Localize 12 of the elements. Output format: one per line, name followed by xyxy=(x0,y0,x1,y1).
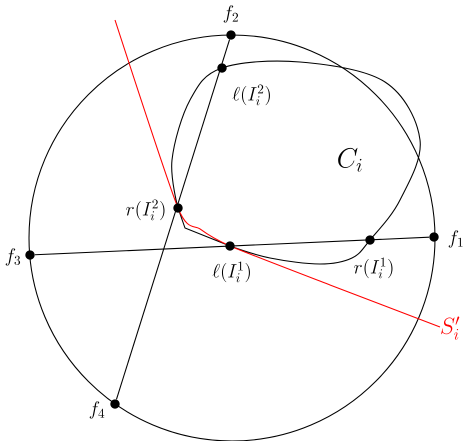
curve-label: $C_i$ xyxy=(338,148,362,172)
chord-line xyxy=(34,236,430,256)
point-label: $r(I_i^2)$ xyxy=(126,200,164,220)
chord-line xyxy=(116,40,230,400)
point-label: $f_1$ xyxy=(448,230,463,248)
point-label: $\ell(I_i^2)$ xyxy=(232,84,270,106)
point-label: $f_2$ xyxy=(224,5,238,23)
point-label: $f_3$ xyxy=(6,248,20,266)
point-label: $\ell(I_i^1)$ xyxy=(212,262,250,282)
point-label: $f_4$ xyxy=(90,401,104,419)
point-label: $r(I_i^1)$ xyxy=(354,258,392,278)
curve-label: $S_i'$ xyxy=(441,316,460,340)
